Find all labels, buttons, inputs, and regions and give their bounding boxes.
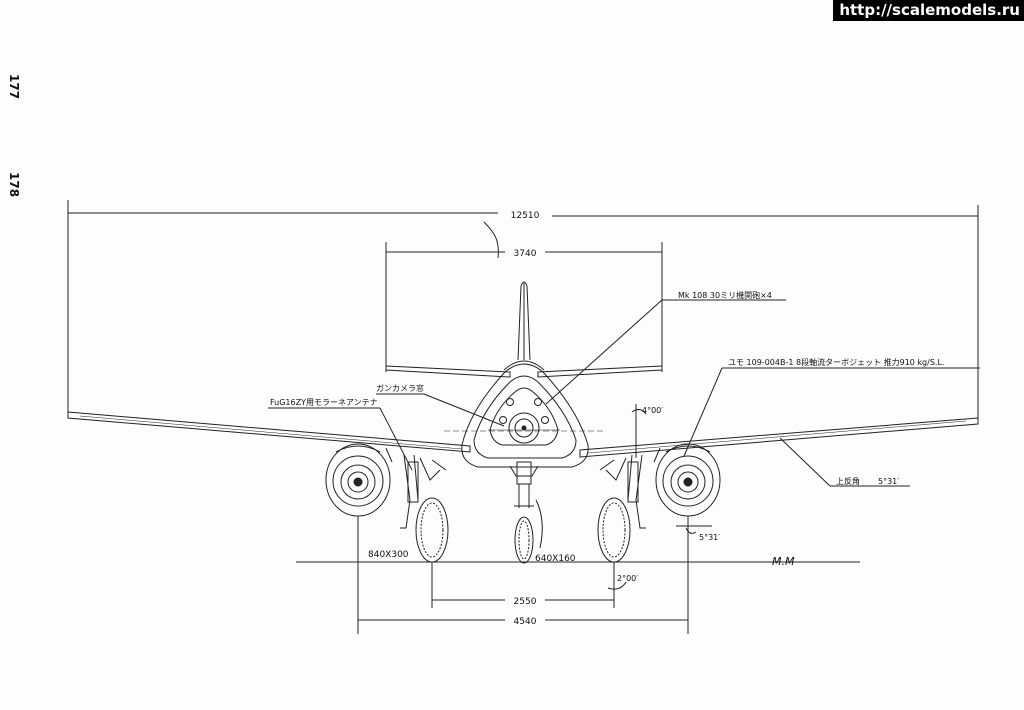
left-main-gear [400,454,449,563]
right-main-gear [597,454,646,563]
main-tire-size: 840X300 [368,550,409,560]
nose-tire-size: 640X160 [535,554,576,564]
watermark-url: http://scalemodels.ru [833,0,1024,21]
gear-track-dimension: 2550 [431,562,615,608]
nacelle-angle-annotation: 5°31′ [676,525,720,542]
gear-angle-top: 4°00′ [642,406,663,415]
right-engine-nacelle [653,443,721,517]
nacelle-spacing-label: 4540 [514,617,537,627]
left-engine-nacelle [325,443,393,517]
gear-track-label: 2550 [514,597,537,607]
nose-gear [514,461,543,564]
engine-label: ユモ 109-004B-1 8段軸流ターボジェット 推力910 kg/S.L. [728,357,944,367]
gear-angle-bottom-annotation: 2°00′ [607,574,638,590]
span-label: 12510 [511,211,540,221]
gun-camera-callout: ガンカメラ窓 [376,383,505,427]
antenna-label: FuG16ZY用モラーネアンテナ [270,398,378,407]
draftsman-signature: M.M [772,555,795,568]
engine-callout: ユモ 109-004B-1 8段軸流ターボジェット 推力910 kg/S.L. [683,357,980,457]
page-number-178: 178 [7,172,21,198]
dihedral-callout: 上反角 5°31′ [779,437,910,487]
dihedral-label: 上反角 [836,476,860,486]
gear-angle-top-annotation: 4°00′ [631,404,663,458]
fuselage [461,363,589,477]
tailplane-span-label: 3740 [514,249,537,259]
tailplane [385,360,663,378]
cannons-label: Mk 108 30ミリ機関砲×4 [678,290,772,300]
gun-camera-label: ガンカメラ窓 [376,383,424,393]
antenna-callout: FuG16ZY用モラーネアンテナ [268,398,413,471]
vertical-fin [517,281,531,361]
nacelle-angle: 5°31′ [699,533,720,542]
cannons-callout: Mk 108 30ミリ機関砲×4 [545,290,786,405]
span-dimension: 12510 [67,200,979,418]
dihedral-value: 5°31′ [878,477,899,486]
nacelle-spacing-dimension: 4540 [357,516,689,634]
tailplane-dimension: 3740 [385,242,663,372]
page-number-177: 177 [7,74,21,100]
gear-angle-bottom: 2°00′ [617,574,638,583]
